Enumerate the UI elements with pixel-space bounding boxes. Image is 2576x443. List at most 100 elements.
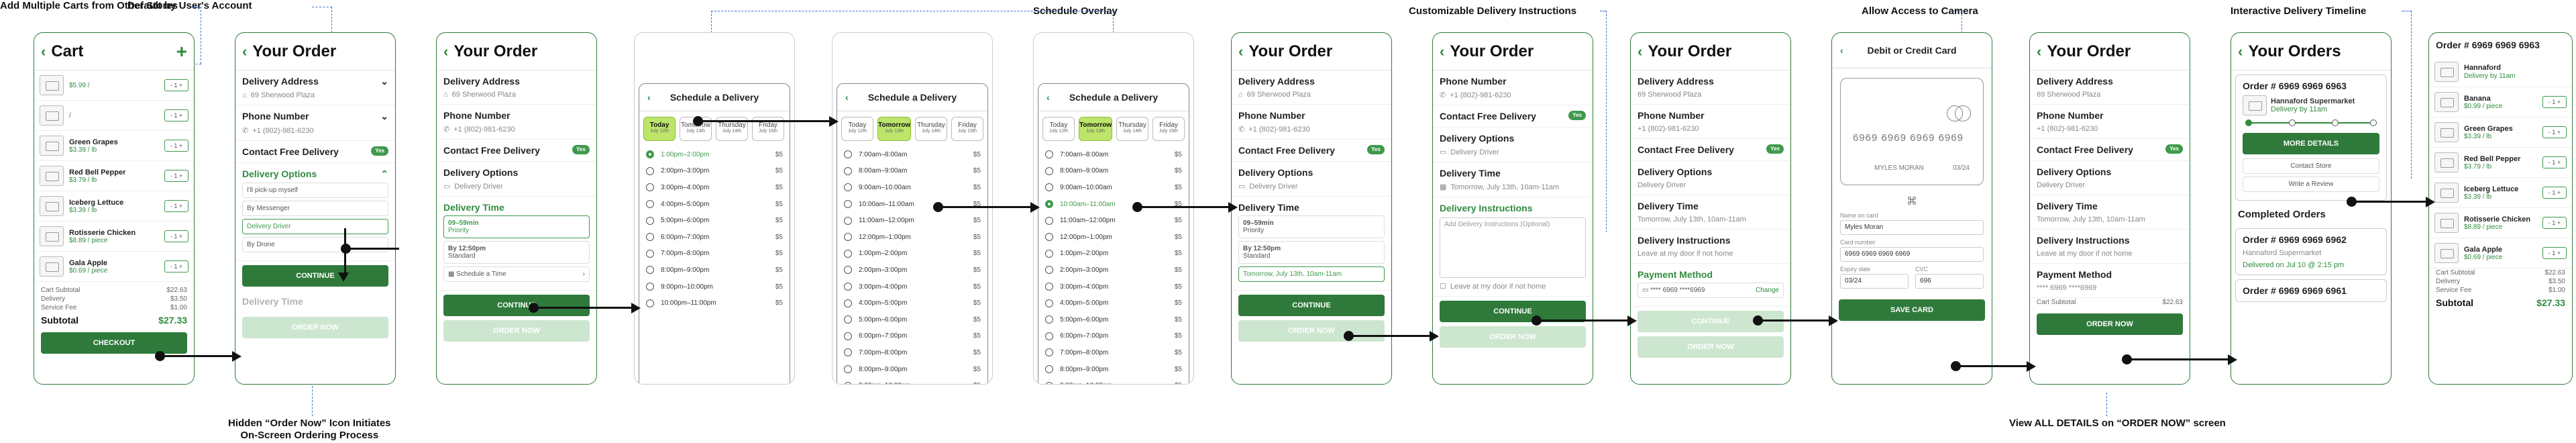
quantity-stepper[interactable]: - 1 + [164, 79, 189, 91]
list-item[interactable]: / - 1 + [34, 101, 194, 131]
back-icon[interactable]: ‹ [647, 92, 651, 103]
quantity-stepper[interactable]: - 1 + [2542, 187, 2567, 199]
time-slot[interactable]: 9:00pm–10:00pm$5 [1038, 377, 1189, 384]
contact-store-button[interactable]: Contact Store [2243, 158, 2379, 174]
radio-icon[interactable] [844, 166, 852, 175]
card-number-field[interactable]: 6969 6969 6969 6969 [1840, 247, 1984, 262]
time-slot[interactable]: 9:00pm–10:00pm$5 [837, 377, 987, 384]
radio-icon[interactable] [1045, 315, 1053, 324]
add-cart-icon[interactable]: + [176, 40, 187, 62]
back-icon[interactable]: ‹ [1840, 45, 1843, 56]
radio-icon[interactable] [844, 365, 852, 374]
quantity-stepper[interactable]: - 1 + [2542, 156, 2567, 168]
continue-button[interactable]: CONTINUE [1440, 301, 1586, 322]
continue-button[interactable]: CONTINUE [1238, 295, 1385, 316]
radio-icon[interactable] [1045, 299, 1053, 307]
radio-icon[interactable] [1045, 249, 1053, 258]
back-icon[interactable]: ‹ [2238, 42, 2243, 60]
continue-button[interactable]: CONTINUE [443, 295, 590, 316]
order-now-button[interactable]: ORDER NOW [1638, 336, 1784, 358]
time-slot[interactable]: 1:00pm–2:00pm$5 [1038, 246, 1189, 262]
time-slot[interactable]: 10:00am–11:00am$5 [837, 196, 987, 213]
radio-icon[interactable] [1045, 332, 1053, 340]
time-slot[interactable]: 5:00pm–6:00pm$5 [639, 212, 790, 229]
radio-icon[interactable] [844, 216, 852, 225]
more-details-button[interactable]: MORE DETAILS [2243, 133, 2379, 154]
quantity-stepper[interactable]: - 1 + [2542, 96, 2567, 108]
back-icon[interactable]: ‹ [1046, 92, 1050, 103]
radio-icon[interactable] [1045, 183, 1053, 192]
time-slot[interactable]: 7:00am–8:00am$5 [1038, 146, 1189, 163]
radio-icon[interactable] [1045, 166, 1053, 175]
order-now-button[interactable]: ORDER NOW [1440, 326, 1586, 348]
time-slot[interactable]: 8:00am–9:00am$5 [837, 163, 987, 180]
time-slot[interactable]: 9:00pm–10:00pm$5 [639, 279, 790, 295]
option-drone[interactable]: By Drone [242, 237, 388, 252]
radio-icon[interactable] [1045, 150, 1053, 159]
radio-icon[interactable] [844, 283, 852, 291]
radio-icon[interactable] [646, 216, 654, 225]
list-item[interactable]: Red Bell Pepper$3.79 / lb- 1 + [2429, 148, 2572, 178]
contact-free-toggle[interactable]: Yes [1766, 144, 1784, 154]
back-icon[interactable]: ‹ [41, 42, 46, 60]
delivery-timeline[interactable] [2245, 119, 2377, 126]
radio-icon[interactable] [646, 283, 654, 291]
radio-icon[interactable] [1045, 283, 1053, 291]
name-field[interactable]: Myles Moran [1840, 220, 1984, 235]
contact-free-toggle[interactable]: Yes [1367, 145, 1385, 154]
time-slot[interactable]: 3:00pm–4:00pm$5 [639, 179, 790, 196]
time-slot[interactable]: 8:00pm–9:00pm$5 [1038, 361, 1189, 378]
quantity-stepper[interactable]: - 1 + [164, 200, 189, 212]
list-item[interactable]: Rotisserie Chicken$8.89 / piece- 1 + [34, 222, 194, 252]
time-slot[interactable]: 4:00pm–5:00pm$5 [837, 295, 987, 311]
scheduled-time[interactable]: Tomorrow, July 13th, 10am-11am [1238, 266, 1385, 282]
time-slot[interactable]: 3:00pm–4:00pm$5 [837, 279, 987, 295]
time-slot[interactable]: 5:00pm–6:00pm$5 [1038, 311, 1189, 328]
radio-icon[interactable] [844, 183, 852, 192]
time-slot[interactable]: 1:00pm–2:00pm$5 [639, 146, 790, 163]
completed-order-card[interactable]: Order # 6969 6969 6961 [2235, 279, 2387, 302]
order-now-button[interactable]: ORDER NOW [443, 320, 590, 342]
radio-icon[interactable] [1045, 348, 1053, 357]
back-icon[interactable]: ‹ [1638, 42, 1643, 60]
contact-free-toggle[interactable]: Yes [1568, 111, 1586, 120]
chevron-up-icon[interactable]: ⌃ [380, 168, 388, 179]
time-slot[interactable]: 7:00pm–8:00pm$5 [837, 344, 987, 361]
timeline-step[interactable] [2332, 119, 2339, 126]
time-slot[interactable]: 7:00am–8:00am$5 [837, 146, 987, 163]
save-card-button[interactable]: SAVE CARD [1839, 299, 1985, 321]
radio-icon[interactable] [844, 299, 852, 307]
radio-icon[interactable] [844, 266, 852, 275]
timeline-step[interactable] [2245, 119, 2252, 126]
time-slot[interactable]: 8:00pm–9:00pm$5 [837, 361, 987, 378]
time-slot[interactable]: 5:00pm–6:00pm$5 [837, 311, 987, 328]
radio-icon[interactable] [1045, 266, 1053, 275]
review-button[interactable]: Write a Review [2243, 177, 2379, 192]
time-slot[interactable]: 12:00pm–1:00pm$5 [837, 229, 987, 246]
list-item[interactable]: Red Bell Pepper$3.79 / lb- 1 + [34, 161, 194, 191]
time-slot[interactable]: 10:00am–11:00am$5 [1038, 196, 1189, 213]
time-slot[interactable]: 8:00pm–9:00pm$5 [639, 262, 790, 279]
quantity-stepper[interactable]: - 1 + [2542, 126, 2567, 138]
list-item[interactable]: Iceberg Lettuce$3.39 / lb- 1 + [34, 191, 194, 222]
time-slot[interactable]: 7:00pm–8:00pm$5 [1038, 344, 1189, 361]
time-slot[interactable]: 6:00pm–7:00pm$5 [1038, 328, 1189, 345]
order-now-button[interactable]: ORDER NOW [1238, 320, 1385, 342]
back-icon[interactable]: ‹ [443, 42, 449, 60]
radio-icon[interactable] [1045, 233, 1053, 242]
time-slot[interactable]: 4:00pm–5:00pm$5 [639, 196, 790, 213]
radio-icon[interactable] [646, 166, 654, 175]
back-icon[interactable]: ‹ [1440, 42, 1445, 60]
option-driver[interactable]: Delivery Driver [242, 219, 388, 234]
time-slot[interactable]: 10:00pm–11:00pm$5 [639, 295, 790, 311]
radio-icon[interactable] [1045, 365, 1053, 374]
order-now-button[interactable]: ORDER NOW [242, 317, 388, 338]
radio-icon[interactable] [646, 299, 654, 307]
